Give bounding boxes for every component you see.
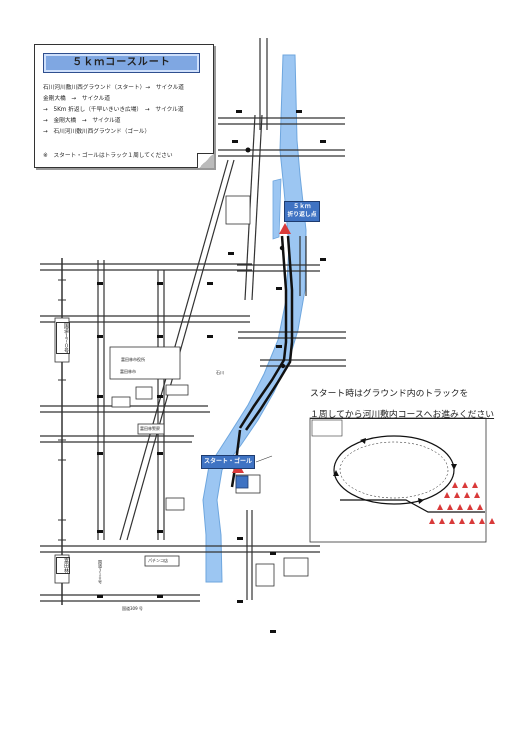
river-label: 石川 — [216, 370, 224, 375]
route-line: 石川河川敷川西グラウンド（スタート）→ サイクル道 — [43, 85, 184, 91]
turnaround-distance: ５ｋｍ — [293, 204, 311, 210]
turnaround-marker — [279, 223, 291, 234]
route-vertical-label: 国道１７０号 — [56, 322, 70, 354]
park-label: パチンコ店 — [148, 558, 168, 563]
city-hall-label: 富田林市役所 — [121, 357, 145, 362]
route-title: ５ｋｍコースルート — [43, 53, 200, 73]
track-inset — [309, 417, 495, 543]
route-line: → 石川河川敷川西グラウンド（ゴール） — [43, 129, 151, 135]
river — [202, 54, 307, 583]
instruction-line-2: １周してから河川敷内コースへお進みください — [310, 410, 495, 420]
police-label: 富田林警察 — [140, 426, 160, 431]
route-line: → 5Km 折返し（千早いきいき広場） → サイクル道 — [43, 107, 184, 113]
bottom-road-label: 国道309 号 — [122, 606, 143, 611]
course-path — [230, 235, 294, 488]
route-line: → 金剛大橋 → サイクル道 — [43, 118, 121, 124]
route-description-box: ５ｋｍコースルート 石川河川敷川西グラウンド（スタート）→ サイクル道 金剛大橋… — [34, 44, 214, 168]
route310-label: 国道３１０号 — [98, 560, 103, 584]
route-line: 金剛大橋 → サイクル道 — [43, 96, 111, 102]
instruction-line-1: スタート時はグラウンド内のトラックを — [310, 389, 469, 399]
turnaround-text: 折り返し点 — [287, 212, 317, 218]
railway — [58, 258, 66, 605]
start-goal-label: スタート・ゴール — [201, 455, 255, 469]
station-vertical-label: 富田林 — [56, 557, 70, 574]
route-note: ※ スタート・ゴールはトラック１周してください — [43, 153, 173, 159]
turnaround-label: ５ｋｍ 折り返し点 — [284, 201, 320, 222]
other-label: 富田林市 — [120, 369, 136, 374]
